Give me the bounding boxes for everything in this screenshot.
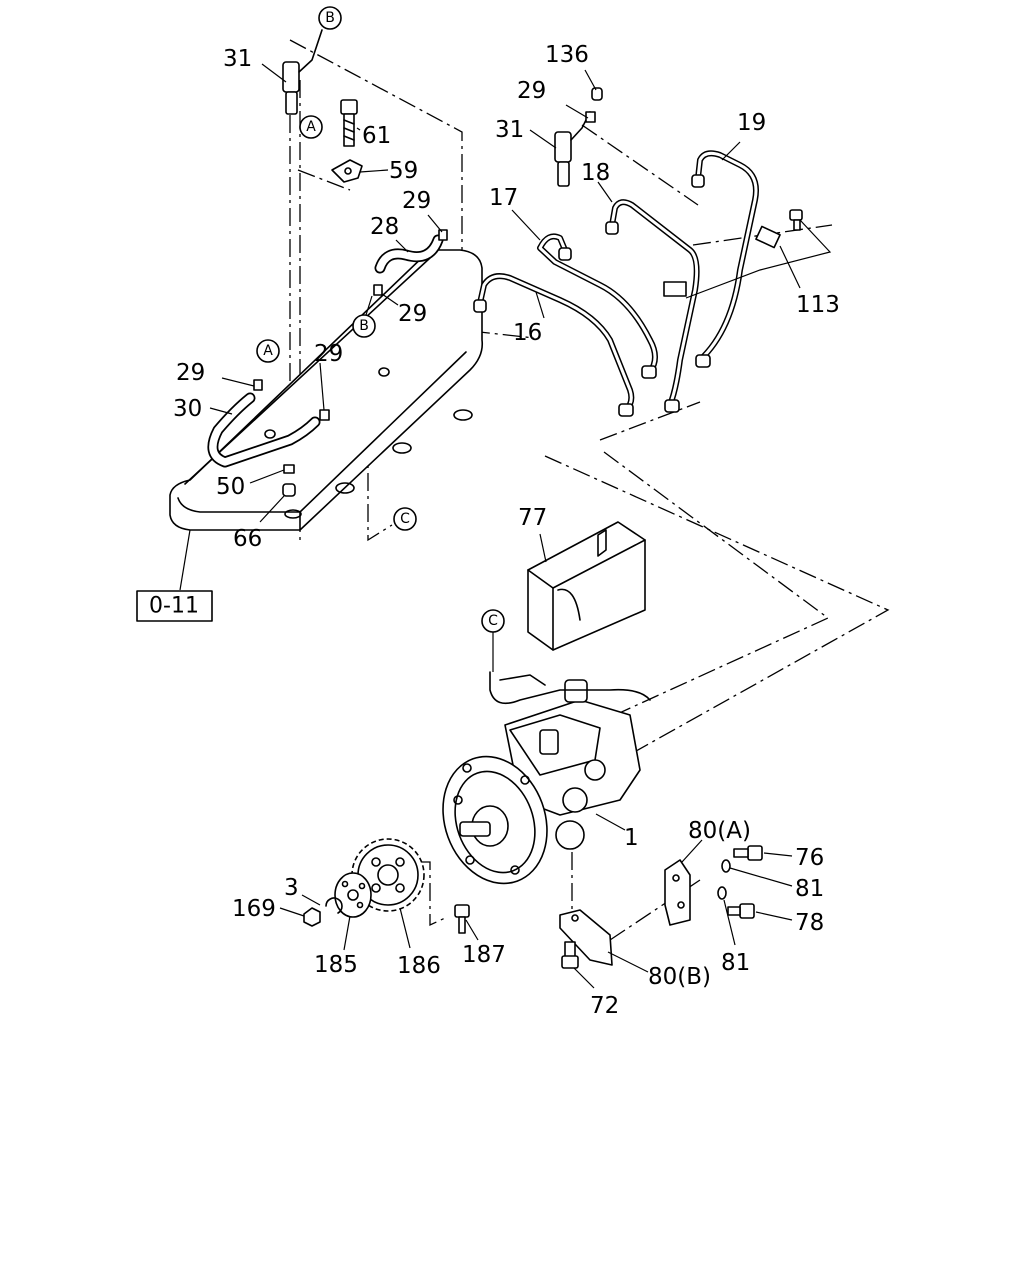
callout-29-d: 29 bbox=[176, 360, 205, 386]
circle-label-b2: B bbox=[359, 318, 369, 334]
callout-28: 28 bbox=[370, 214, 399, 240]
injection-pipes bbox=[473, 150, 759, 417]
callout-19: 19 bbox=[737, 110, 766, 136]
hub-185 bbox=[334, 872, 372, 918]
callout-31-left: 31 bbox=[223, 46, 252, 72]
callout-29-b: 29 bbox=[398, 301, 427, 327]
bracket-80b bbox=[559, 909, 613, 966]
callout-80b: 80(B) bbox=[648, 964, 711, 990]
callout-78: 78 bbox=[795, 910, 824, 936]
reference-label: 0-11 bbox=[149, 594, 199, 619]
callout-186: 186 bbox=[397, 953, 441, 979]
callout-18: 18 bbox=[581, 160, 610, 186]
circle-label-a2: A bbox=[263, 343, 273, 359]
callout-72: 72 bbox=[590, 993, 619, 1019]
callout-185: 185 bbox=[314, 952, 358, 978]
bolt-61 bbox=[340, 99, 358, 147]
hose-30 bbox=[207, 379, 330, 497]
callout-77: 77 bbox=[518, 505, 547, 531]
bracket-80a bbox=[664, 859, 691, 926]
nut-169-washer-3 bbox=[303, 897, 343, 927]
callout-113: 113 bbox=[796, 292, 840, 318]
bracket-77 bbox=[527, 521, 646, 651]
callout-1: 1 bbox=[624, 825, 639, 851]
callout-187: 187 bbox=[462, 942, 506, 968]
callout-17: 17 bbox=[489, 185, 518, 211]
callout-66: 66 bbox=[233, 526, 262, 552]
callout-136: 136 bbox=[545, 42, 589, 68]
callout-50: 50 bbox=[216, 474, 245, 500]
hose-28 bbox=[373, 229, 448, 296]
circle-label-c2: C bbox=[488, 613, 498, 629]
callout-16: 16 bbox=[513, 320, 542, 346]
circled-references: B A B A C C bbox=[256, 6, 505, 633]
callout-29-a: 29 bbox=[402, 188, 431, 214]
circle-label-b1: B bbox=[325, 10, 335, 26]
callout-59: 59 bbox=[389, 158, 418, 184]
circle-label-a1: A bbox=[306, 119, 316, 135]
pipe-clamp-113 bbox=[663, 209, 803, 297]
callout-31-right: 31 bbox=[495, 117, 524, 143]
callout-30: 30 bbox=[173, 396, 202, 422]
callout-labels: 31 61 59 29 28 29 136 29 31 19 18 17 16 … bbox=[173, 42, 840, 1019]
leader-lines bbox=[179, 63, 832, 989]
callout-61: 61 bbox=[362, 123, 391, 149]
callout-29-c: 29 bbox=[517, 78, 546, 104]
callout-29-e: 29 bbox=[314, 341, 343, 367]
circle-label-c1: C bbox=[400, 511, 410, 527]
bolts-76-78-72 bbox=[561, 845, 763, 969]
callout-81-a: 81 bbox=[795, 876, 824, 902]
callout-169: 169 bbox=[232, 896, 276, 922]
callout-81-b: 81 bbox=[721, 950, 750, 976]
bolt-187 bbox=[454, 904, 470, 934]
reference-box: 0-11 bbox=[136, 590, 213, 622]
callout-80a: 80(A) bbox=[688, 818, 751, 844]
callout-76: 76 bbox=[795, 845, 824, 871]
injector-31-left bbox=[282, 29, 323, 115]
clamp-59 bbox=[331, 159, 363, 183]
callout-3: 3 bbox=[284, 875, 299, 901]
injection-pump-1 bbox=[442, 671, 651, 885]
